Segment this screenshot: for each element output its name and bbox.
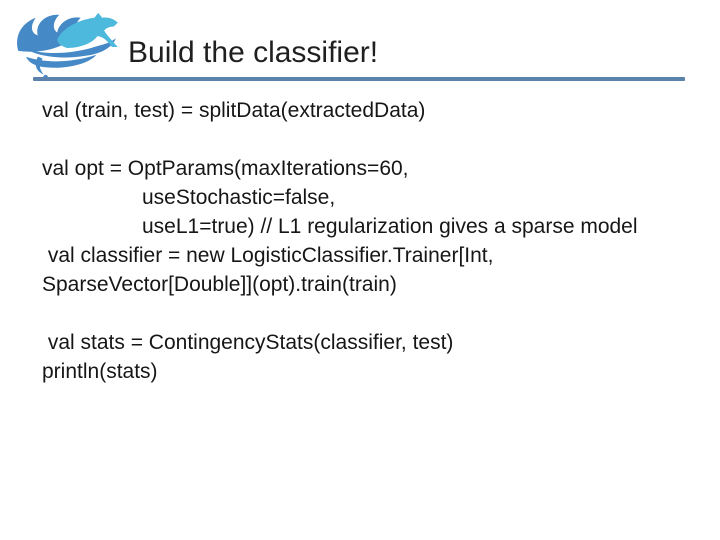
code-line: val stats = ContingencyStats(classifier,… (42, 331, 454, 354)
wave-curl-icon (35, 56, 44, 75)
code-line: SparseVector[Double]](opt).train(train) (42, 273, 397, 296)
code-line: useStochastic=false, (142, 186, 336, 209)
code-block: val (train, test) = splitData(extractedD… (42, 96, 702, 386)
title-underline (33, 77, 685, 81)
wave-dog-logo-svg (17, 12, 118, 80)
code-line (42, 299, 702, 328)
code-line: useL1=true) // L1 regularization gives a… (142, 215, 638, 238)
code-line: val opt = OptParams(maxIterations=60, (42, 157, 409, 180)
page-title: Build the classifier! (128, 36, 379, 69)
wave-swoosh-icon (24, 38, 116, 58)
breeze-logo-icon (10, 8, 128, 88)
code-line: val (train, test) = splitData(extractedD… (42, 99, 426, 122)
leaping-dog-icon (57, 12, 118, 49)
code-line: println(stats) (42, 360, 158, 383)
code-line (42, 125, 702, 154)
code-line: val classifier = new LogisticClassifier.… (42, 244, 494, 267)
wave-lower-icon (26, 54, 97, 68)
